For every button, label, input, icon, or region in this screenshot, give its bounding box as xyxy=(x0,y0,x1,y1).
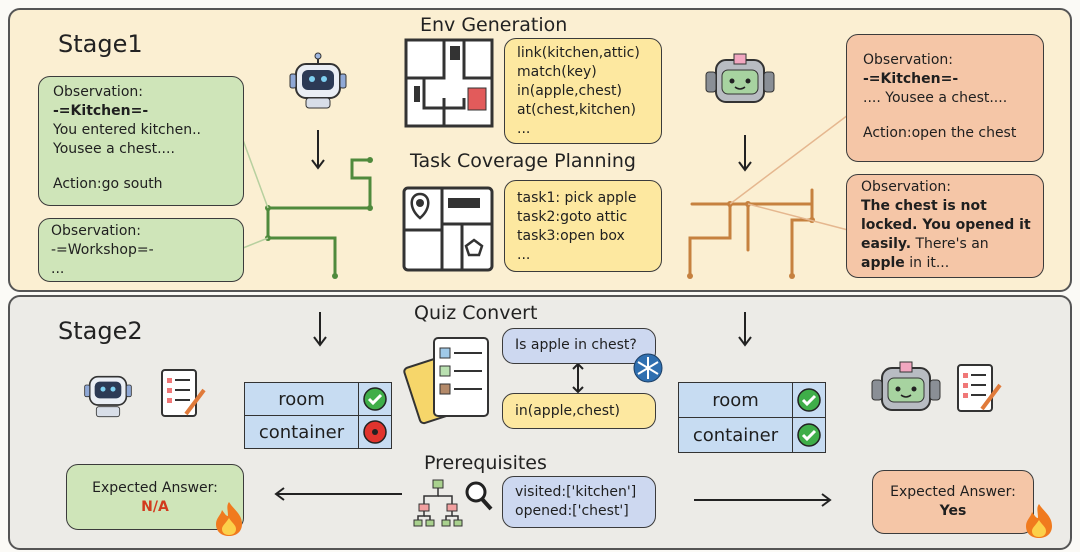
table-row: container xyxy=(679,418,825,452)
obs-room: -=Kitchen=- xyxy=(53,103,149,119)
table-cell-label: room xyxy=(679,383,793,417)
env-generation-heading: Env Generation xyxy=(420,14,568,36)
expected-answer-label: Expected Answer: xyxy=(890,484,1016,500)
table-cell-label: room xyxy=(245,383,359,415)
obs-text: .... Yousee a chest.... xyxy=(863,90,1008,106)
env-fact: link(kitchen,attic) xyxy=(517,45,640,61)
expected-answer-label: Expected Answer: xyxy=(92,480,218,496)
checklist-icon xyxy=(160,368,210,422)
map-icon xyxy=(404,38,494,128)
flame-icon xyxy=(212,500,246,538)
check-icon xyxy=(793,383,825,417)
obs-action: Action:open the chest xyxy=(863,125,1017,141)
right-coverage-table: room container xyxy=(678,382,826,453)
magnifier-icon xyxy=(464,480,494,512)
table-cell-label: container xyxy=(245,416,359,448)
task-item: task2:goto attic xyxy=(517,209,628,225)
quiz-doc-icon xyxy=(403,332,496,428)
prerequisites-heading: Prerequisites xyxy=(424,452,547,474)
obs-action: Action:go south xyxy=(53,176,163,192)
obs-text: easily. xyxy=(861,236,912,252)
tree-icon xyxy=(412,478,464,528)
obs-text: ... xyxy=(51,261,65,277)
robot-sad-icon xyxy=(870,361,942,418)
obs-label: Observation: xyxy=(51,223,141,239)
task-coverage-heading: Task Coverage Planning xyxy=(410,150,636,172)
env-fact: ... xyxy=(517,121,531,137)
task-list-box: task1: pick apple task2:goto attic task3… xyxy=(504,180,662,272)
prereq-opened: opened:['chest'] xyxy=(515,503,629,519)
robot-icon xyxy=(286,52,350,112)
quiz-fact-box: in(apple,chest) xyxy=(502,393,656,429)
stage1-title: Stage1 xyxy=(58,30,143,58)
table-cell-label: container xyxy=(679,418,793,452)
env-fact: at(chest,kitchen) xyxy=(517,102,636,118)
obs-text: There's an xyxy=(911,236,989,252)
quiz-convert-heading: Quiz Convert xyxy=(414,302,538,324)
env-fact: match(key) xyxy=(517,64,597,80)
obs-text: Yousee a chest.... xyxy=(53,141,175,157)
expected-answer-value: N/A xyxy=(141,499,169,515)
prereq-visited: visited:['kitchen'] xyxy=(515,484,637,500)
obs-text: apple xyxy=(861,255,905,271)
obs-room: -=Workshop=- xyxy=(51,242,154,258)
right-expected-answer: Expected Answer: Yes xyxy=(872,470,1034,534)
stage2-title: Stage2 xyxy=(58,317,143,345)
table-row: room xyxy=(679,383,825,418)
right-observation-2: Observation: The chest is not locked. Yo… xyxy=(846,174,1044,278)
check-icon xyxy=(359,383,391,415)
robot-sad-icon xyxy=(704,53,776,110)
left-expected-answer: Expected Answer: N/A xyxy=(66,464,244,530)
prerequisites-box: visited:['kitchen'] opened:['chest'] xyxy=(502,476,656,528)
obs-text: The chest is not xyxy=(861,198,987,214)
task-item: ... xyxy=(517,247,531,263)
env-fact: in(apple,chest) xyxy=(517,83,622,99)
quiz-fact: in(apple,chest) xyxy=(515,403,620,419)
obs-label: Observation: xyxy=(863,52,953,68)
env-facts-box: link(kitchen,attic) match(key) in(apple,… xyxy=(504,38,662,144)
robot-icon xyxy=(80,370,136,420)
map-pin-icon xyxy=(402,184,494,274)
quiz-question: Is apple in chest? xyxy=(515,337,637,353)
cross-icon xyxy=(359,416,391,448)
expected-answer-value: Yes xyxy=(939,503,967,519)
snowflake-icon xyxy=(632,352,664,384)
task-item: task1: pick apple xyxy=(517,190,637,206)
obs-text: locked. You opened it xyxy=(861,217,1031,233)
task-item: task3:open box xyxy=(517,228,625,244)
obs-text: in it... xyxy=(904,255,950,271)
check-icon xyxy=(793,418,825,452)
obs-label: Observation: xyxy=(53,84,143,100)
checklist-icon xyxy=(956,362,1006,418)
left-observation-1: Observation: -=Kitchen=- You entered kit… xyxy=(38,76,244,206)
flame-icon xyxy=(1022,502,1056,540)
right-observation-1: Observation: -=Kitchen=- .... Yousee a c… xyxy=(846,34,1044,162)
table-row: room xyxy=(245,383,391,416)
table-row: container xyxy=(245,416,391,448)
obs-label: Observation: xyxy=(861,179,951,195)
left-coverage-table: room container xyxy=(244,382,392,449)
left-observation-2: Observation: -=Workshop=- ... xyxy=(38,218,244,282)
obs-room: -=Kitchen=- xyxy=(863,71,959,87)
obs-text: You entered kitchen.. xyxy=(53,122,202,138)
quiz-question-box: Is apple in chest? xyxy=(502,328,656,364)
